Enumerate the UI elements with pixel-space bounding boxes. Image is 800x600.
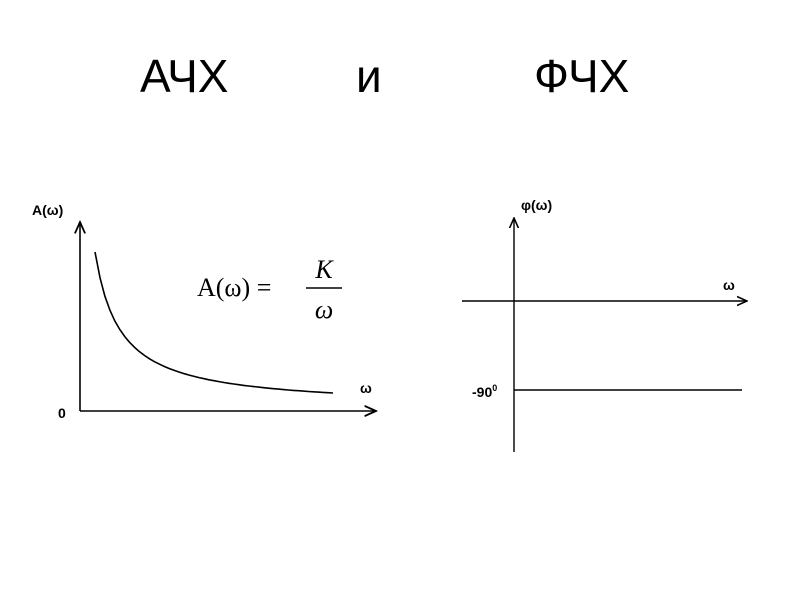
phase-level-degree: 0	[492, 383, 497, 393]
phase-y-axis-label: φ(ω)	[521, 197, 552, 213]
formula-lhs: A(ω) =	[197, 273, 271, 302]
phase-chart: φ(ω) ω -900	[462, 197, 747, 452]
amplitude-curve	[94, 251, 334, 394]
title-achh: АЧХ	[140, 50, 229, 102]
amplitude-formula: A(ω) = K ω	[197, 255, 342, 324]
amplitude-origin-label: 0	[58, 405, 66, 421]
title-conjunction: и	[356, 50, 382, 102]
formula-numerator: K	[314, 255, 334, 284]
amplitude-chart: A(ω) ω 0 A(ω) = K ω	[32, 202, 376, 421]
formula-denominator: ω	[315, 295, 333, 324]
phase-x-axis-label: ω	[723, 277, 735, 293]
phase-level-label: -900	[472, 383, 497, 400]
title-fchh: ФЧХ	[534, 50, 630, 102]
phase-level-value: -90	[472, 384, 492, 400]
amplitude-y-axis-label: A(ω)	[32, 202, 63, 218]
amplitude-x-axis-label: ω	[360, 380, 372, 396]
